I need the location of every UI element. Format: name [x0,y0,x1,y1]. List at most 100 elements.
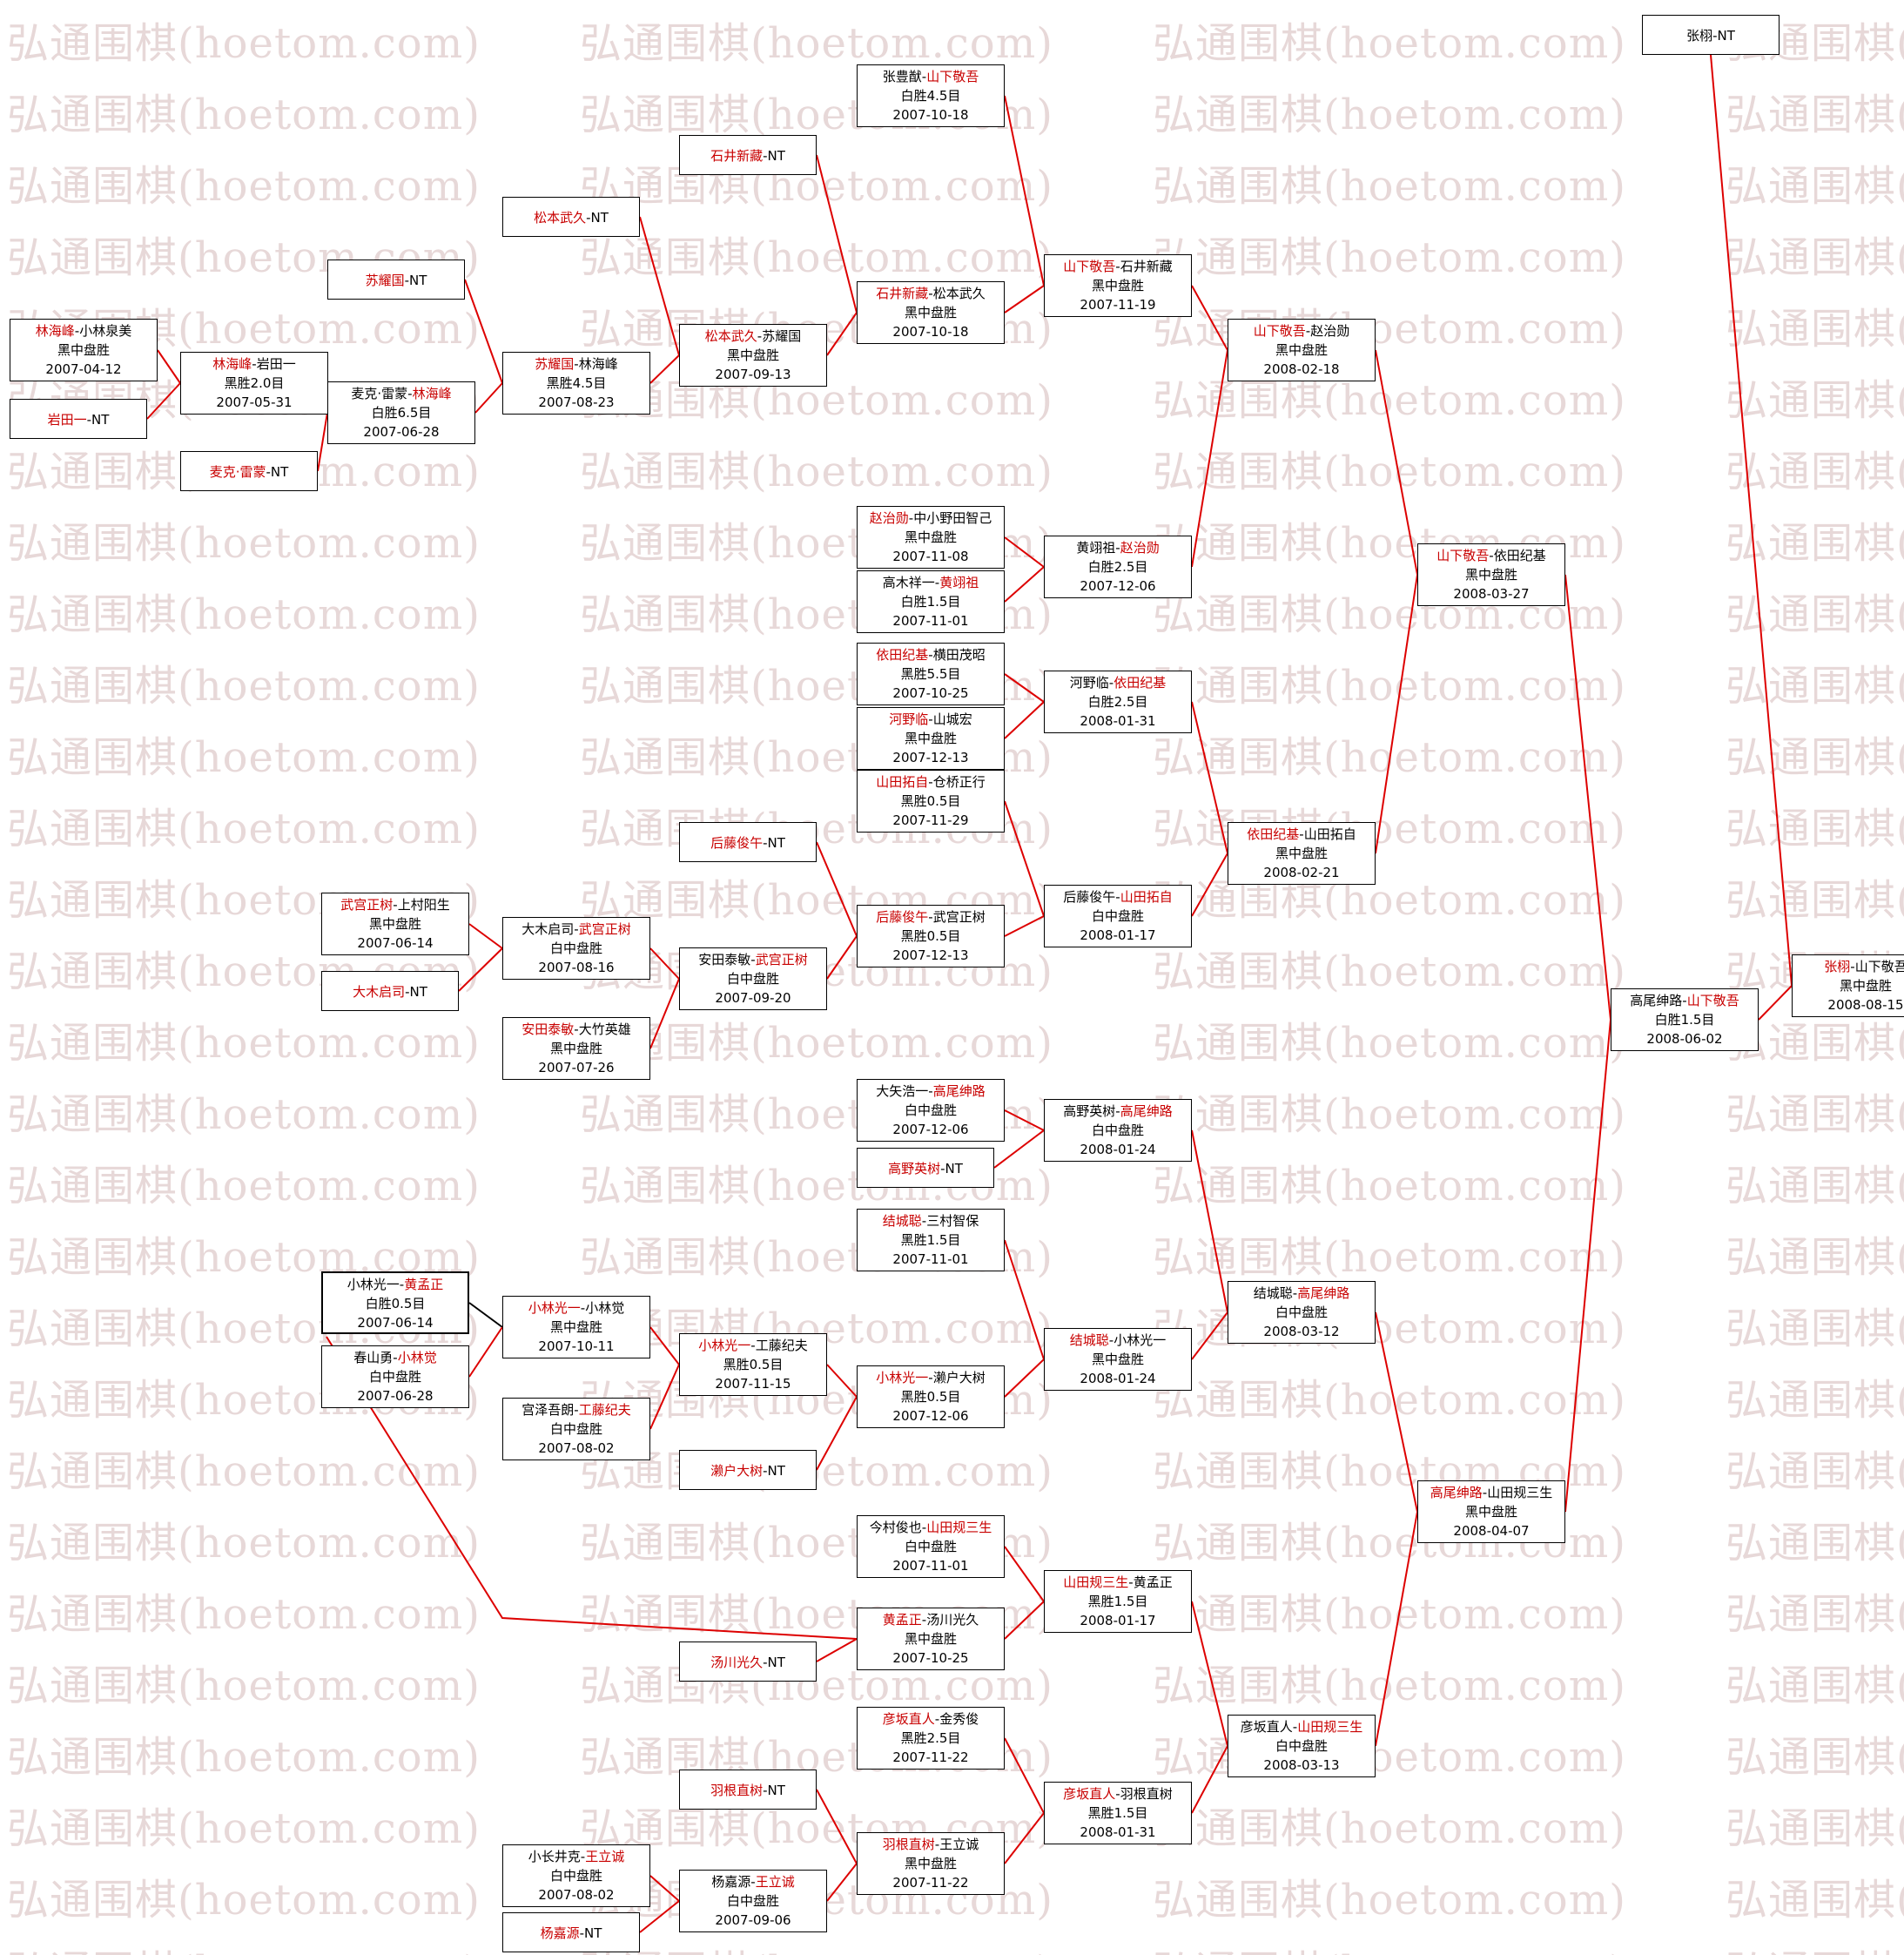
players-line: 高尾绅路-山田规三生 [1418,1483,1564,1502]
player2-name: NT [409,272,427,288]
player1-name: 赵治勋 [869,510,909,526]
match-result: 黑中盘胜 [904,1631,957,1647]
player-separator: - [574,1021,579,1037]
player-separator: - [921,69,927,84]
players-line: 羽根直树-NT [710,1781,785,1799]
watermark-text: 弘通围棋(hoetom.com) [7,1804,481,1853]
players-line: 小林光一-工藤纪夫 [680,1336,826,1355]
match-result: 白胜6.5目 [371,405,432,421]
player2-name: 工藤纪夫 [578,1402,631,1418]
player2-name: 小林觉 [397,1350,437,1365]
player2-name: 赵治勋 [1120,540,1160,556]
match-date: 2007-08-02 [538,1440,615,1456]
match-date: 2007-11-15 [715,1376,791,1392]
match-date: 2007-11-01 [892,613,969,629]
watermark-text: 弘通围棋(hoetom.com) [1726,1233,1904,1282]
players-line: 结城聪-小林光一 [1045,1331,1191,1350]
match-result: 黑中盘胜 [726,347,779,363]
watermark-text: 弘通围棋(hoetom.com) [1153,91,1626,139]
player1-name: 黄翊祖 [1076,540,1116,556]
player2-name: 山田规三生 [1297,1719,1363,1735]
watermark-text: 弘通围棋(hoetom.com) [7,19,481,68]
player1-name: 后藤俊午 [876,909,929,925]
match-result: 白中盘胜 [1091,908,1144,924]
player2-name: 石井新藏 [1120,259,1173,274]
match-result: 黑胜5.5目 [900,666,961,682]
player-separator: - [86,411,92,428]
connector-line [816,1638,858,1662]
player2-name: 工藤纪夫 [755,1338,808,1353]
connector-line [146,382,181,420]
match-date: 2007-06-14 [357,1315,434,1331]
player1-name: 石井新藏 [876,286,929,301]
connector-line [1004,1109,1045,1131]
player1-name: 河野临 [889,711,929,727]
player1-name: 小林光一 [698,1338,751,1353]
match-result: 白胜1.5目 [1654,1012,1715,1028]
watermark-text: 弘通围棋(hoetom.com) [7,1945,580,1955]
connector-line [649,1364,680,1430]
player1-name: 后藤俊午 [710,834,764,851]
match-result: 黑中盘胜 [904,1856,957,1871]
player1-name: 林海峰 [212,356,252,372]
match-result: 黑中盘胜 [1275,342,1328,358]
match-result: 白中盘胜 [549,940,602,956]
connector-line [816,1396,858,1471]
player1-name: 岩田一 [47,411,87,428]
watermark-text: 弘通围棋(hoetom.com) [1726,305,1904,354]
player-separator: - [1489,548,1494,563]
player2-name: 武宫正树 [755,952,808,967]
player-separator: - [928,909,933,925]
connector-line [1004,915,1045,937]
player-separator: - [1292,1719,1298,1735]
player-separator: - [1682,993,1687,1008]
match-result: 白中盘胜 [726,1893,779,1909]
watermark-text: 弘通围棋(hoetom.com) [1726,1447,1904,1496]
match-result: 黑胜0.5目 [900,793,961,809]
player1-name: 黄孟正 [882,1612,922,1628]
match-date: 2007-05-31 [216,394,293,410]
match-date: 2008-01-24 [1080,1142,1156,1157]
watermark-text: 弘通围棋(hoetom.com) [1726,1876,1904,1925]
player-separator: - [407,386,413,401]
watermark-text: 弘通围棋(hoetom.com) [1153,448,1626,496]
player2-name: 岩田一 [256,356,296,372]
player2-name: 三村智保 [926,1213,979,1229]
player1-name: 张栩 [1686,27,1713,44]
match-result: 白胜2.5目 [1087,694,1148,710]
match-date: 2008-06-02 [1646,1031,1723,1047]
watermark-text: 弘通围棋(hoetom.com) [1153,1019,1626,1068]
player2-name: 王立诚 [939,1837,979,1852]
player2-name: 山田拓自 [1120,889,1173,905]
match-result: 黑中盘胜 [1839,978,1892,994]
players-line: 高尾绅路-山下敬吾 [1611,991,1758,1010]
player-separator: - [1115,540,1120,556]
player1-name: 依田纪基 [1247,826,1300,842]
connector-line [649,978,680,1049]
player-separator: - [574,1402,579,1418]
player2-name: NT [584,1925,602,1941]
player1-name: 麦克·雷蒙 [351,386,408,401]
player1-name: 大木启司 [521,921,575,937]
watermark-row: 弘通围棋(hoetom.com)弘通围棋(hoetom.com)弘通围棋(hoe… [7,17,1904,70]
players-line: 松本武久-苏耀国 [680,327,826,346]
player1-name: 小林光一 [346,1277,400,1292]
watermark-text: 弘通围棋(hoetom.com) [1153,19,1626,68]
players-line: 春山勇-小林觉 [322,1348,468,1367]
connector-line [816,154,858,313]
bye-box: 松本武久-NT [502,197,640,237]
match-result: 白中盘胜 [549,1868,602,1884]
player-separator: - [940,1160,945,1176]
